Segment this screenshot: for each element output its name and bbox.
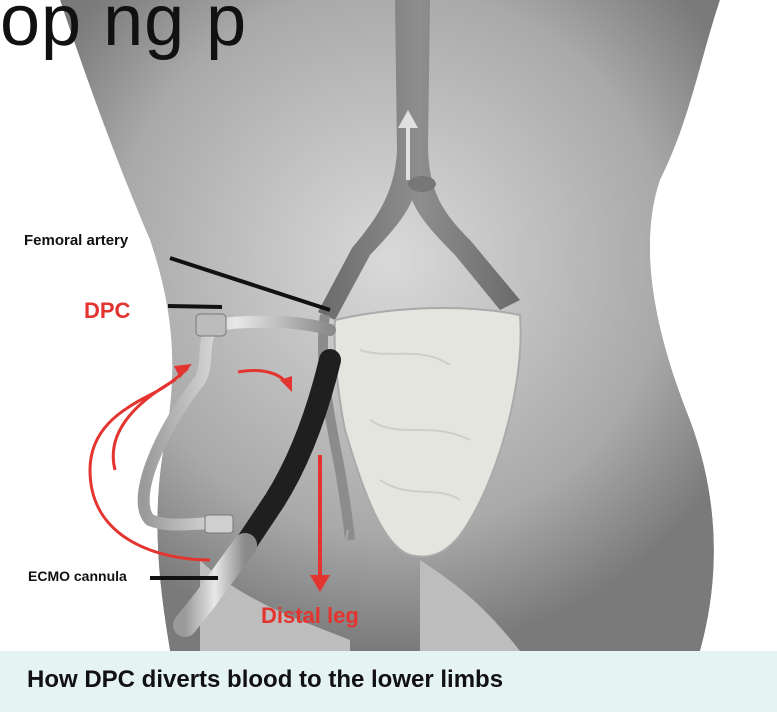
label-dpc: DPC	[84, 298, 130, 324]
label-femoral-artery: Femoral artery	[24, 232, 128, 249]
caption-bar: How DPC diverts blood to the lower limbs	[0, 651, 777, 712]
anatomy-figure: op ng p Femoral artery DPC ECMO cannula …	[0, 0, 777, 651]
label-distal-leg: Distal leg	[261, 603, 359, 629]
header-fragment: op ng p	[0, 0, 777, 50]
label-ecmo-cannula: ECMO cannula	[28, 568, 127, 584]
torso-illustration	[0, 0, 777, 651]
caption-text: How DPC diverts blood to the lower limbs	[27, 666, 503, 694]
